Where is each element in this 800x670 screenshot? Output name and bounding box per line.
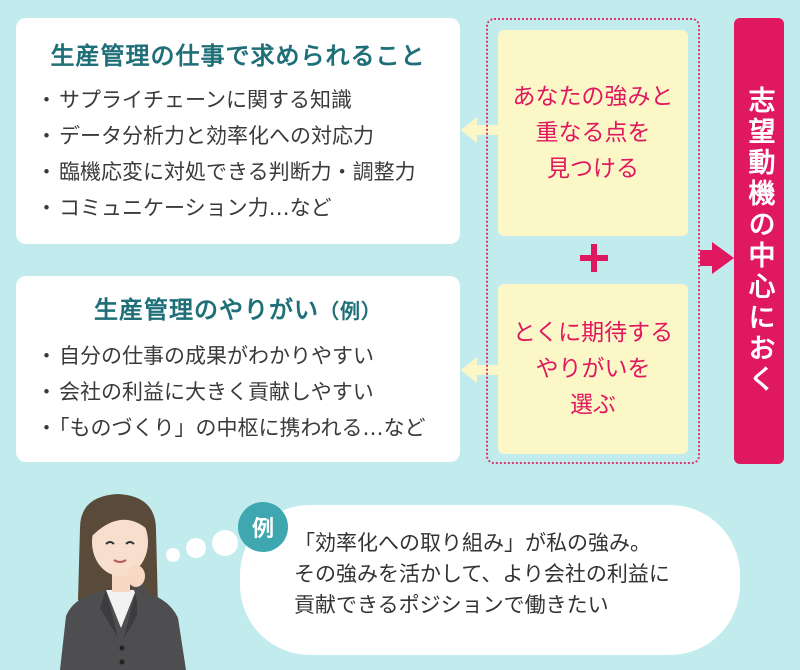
thought-dot bbox=[186, 538, 206, 558]
list-item: 臨機応変に対処できる判断力・調整力 bbox=[42, 154, 416, 190]
requirements-card: 生産管理の仕事で求められること サプライチェーンに関する知識 データ分析力と効率… bbox=[16, 18, 460, 244]
example-text: 「効率化への取り組み」が私の強み。 その強みを活かして、より会社の利益に 貢献で… bbox=[294, 531, 670, 617]
arrow-left-icon bbox=[461, 357, 477, 383]
rewards-title-sub: （例） bbox=[319, 299, 382, 323]
businesswoman-illustration bbox=[60, 494, 186, 670]
arrow-left-icon bbox=[461, 117, 477, 143]
rewards-title-main: 生産管理のやりがい bbox=[94, 296, 319, 324]
example-bubble bbox=[240, 505, 740, 655]
arrow-right-stem bbox=[700, 250, 714, 266]
rewards-title: 生産管理のやりがい（例） bbox=[16, 290, 460, 325]
requirements-title: 生産管理の仕事で求められること bbox=[50, 42, 426, 70]
arrow-right-icon bbox=[712, 242, 734, 274]
list-item: コミュニケーション力…など bbox=[42, 190, 416, 226]
rewards-card: 生産管理のやりがい（例） 自分の仕事の成果がわかりやすい 会社の利益に大きく貢献… bbox=[16, 276, 460, 462]
list-item: 自分の仕事の成果がわかりやすい bbox=[42, 338, 425, 374]
rewards-list: 自分の仕事の成果がわかりやすい 会社の利益に大きく貢献しやすい 「ものづくり」の… bbox=[42, 338, 425, 446]
example-badge: 例 bbox=[238, 502, 288, 552]
dotted-frame bbox=[486, 18, 700, 464]
find-strength-box: あなたの強みと 重なる点を 見つける bbox=[498, 30, 688, 236]
requirements-list: サプライチェーンに関する知識 データ分析力と効率化への対応力 臨機応変に対処でき… bbox=[42, 82, 416, 226]
list-item: 「ものづくり」の中枢に携われる…など bbox=[42, 410, 425, 446]
plus-icon bbox=[580, 244, 608, 272]
list-item: データ分析力と効率化への対応力 bbox=[42, 118, 416, 154]
motivation-center-bar: 志望動機の中心におく bbox=[734, 18, 784, 464]
thought-dot bbox=[212, 530, 238, 556]
motivation-center-label: 志望動機の中心におく bbox=[743, 86, 775, 396]
thought-dot bbox=[166, 548, 180, 562]
choose-reward-box: とくに期待する やりがいを 選ぶ bbox=[498, 284, 688, 454]
list-item: サプライチェーンに関する知識 bbox=[42, 82, 416, 118]
list-item: 会社の利益に大きく貢献しやすい bbox=[42, 374, 425, 410]
